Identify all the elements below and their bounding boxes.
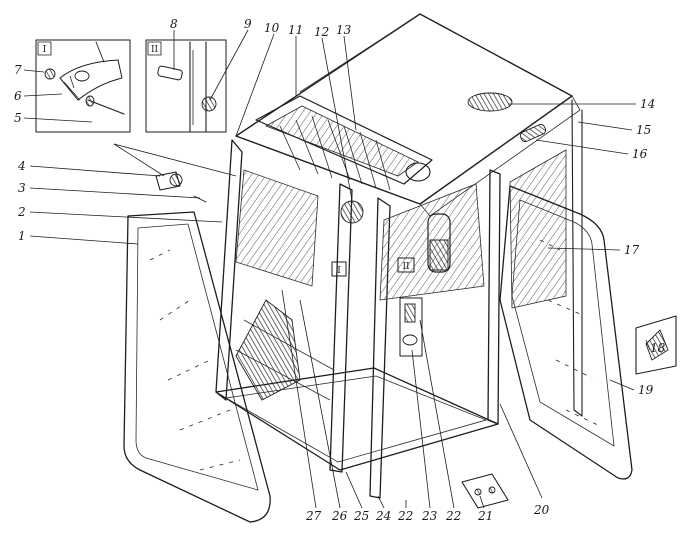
callout-21: 21 xyxy=(477,509,493,523)
inset-II-label: II xyxy=(151,45,159,55)
callout-22-left: 22 xyxy=(397,509,413,523)
knob-9 xyxy=(201,96,217,112)
bolt-23 xyxy=(404,303,416,323)
callout-3: 3 xyxy=(18,181,26,195)
callout-9: 9 xyxy=(244,17,252,31)
marker-II-label: II xyxy=(402,262,410,272)
detail-inset-II: II xyxy=(145,39,227,133)
callout-1: 1 xyxy=(18,229,26,243)
callout-25: 25 xyxy=(353,509,369,523)
callout-22-right: 22 xyxy=(445,509,461,523)
roof-hatch-14 xyxy=(467,92,513,112)
callout-19: 19 xyxy=(638,383,654,397)
roof-vent-16 xyxy=(519,123,547,143)
callout-18: 18 xyxy=(650,341,666,355)
callout-labels: 1 2 3 4 5 6 7 8 9 10 11 12 13 14 15 16 1… xyxy=(14,17,666,523)
callout-5: 5 xyxy=(14,111,22,125)
callout-15: 15 xyxy=(636,123,651,137)
cylinder xyxy=(427,213,451,273)
callout-16: 16 xyxy=(632,147,648,161)
leader-lines xyxy=(23,29,651,509)
plug-4 xyxy=(169,173,183,187)
cab-door-19 xyxy=(499,185,633,480)
inset-I-label: I xyxy=(43,45,47,55)
nut-7 xyxy=(44,68,56,80)
lower-panel xyxy=(235,299,301,401)
callout-8: 8 xyxy=(170,17,178,31)
callout-12: 12 xyxy=(314,25,329,39)
callout-4: 4 xyxy=(17,159,26,173)
callout-20: 20 xyxy=(533,503,550,517)
small-parts xyxy=(155,171,677,509)
cab-body xyxy=(215,13,583,499)
detail-inset-I: I xyxy=(35,39,131,133)
marker-I-label: I xyxy=(337,266,341,276)
callout-27: 27 xyxy=(305,509,322,523)
callout-17: 17 xyxy=(624,243,640,257)
callout-23: 23 xyxy=(421,509,438,523)
callout-13: 13 xyxy=(336,23,352,37)
callout-10: 10 xyxy=(264,21,280,35)
cab-lamp-12 xyxy=(340,200,364,224)
callout-11: 11 xyxy=(288,23,303,37)
right-side-window xyxy=(509,149,567,309)
callout-26: 26 xyxy=(331,509,348,523)
side-glass-1 xyxy=(123,211,271,523)
callout-6: 6 xyxy=(14,89,22,103)
body-markers: I II xyxy=(331,257,415,277)
callout-24: 24 xyxy=(375,509,391,523)
callout-7: 7 xyxy=(14,63,22,77)
latch-18 xyxy=(645,329,669,361)
callout-14: 14 xyxy=(640,97,655,111)
bolt-5 xyxy=(85,95,95,107)
callout-2: 2 xyxy=(17,205,26,219)
left-side-window xyxy=(235,169,319,287)
